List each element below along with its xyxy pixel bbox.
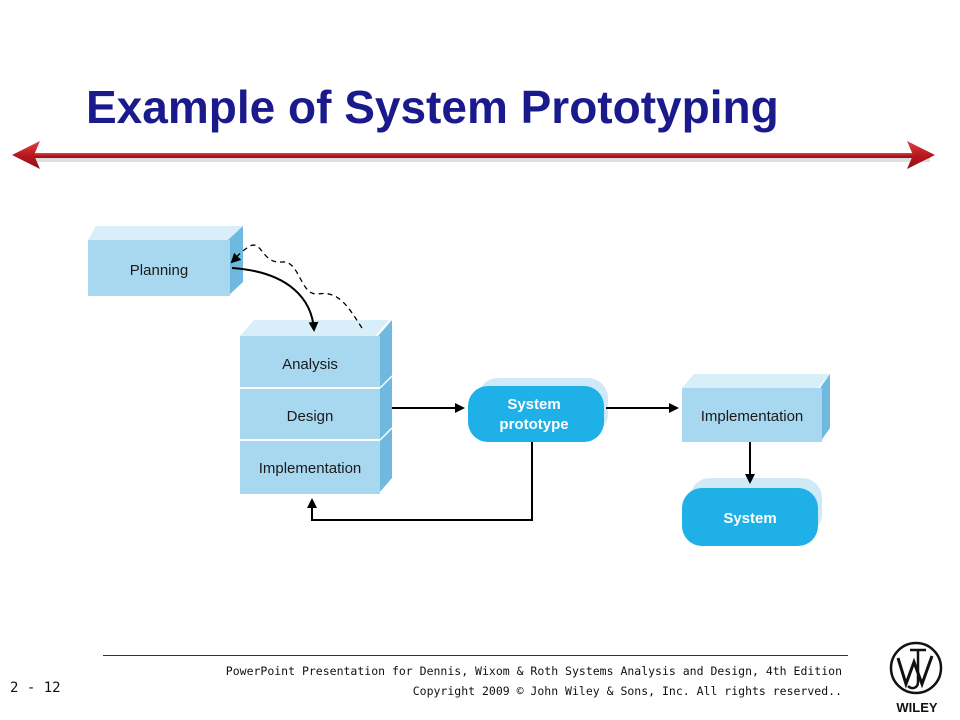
logo-wordmark: WILEY (896, 700, 937, 715)
left-arrowhead-icon (12, 141, 40, 169)
slide-title: Example of System Prototyping (86, 81, 779, 133)
wiley-logo-icon: WILEY (889, 641, 943, 715)
footer-citation: PowerPoint Presentation for Dennis, Wixo… (225, 664, 842, 678)
system-label: System (723, 510, 776, 527)
system-prototype-label-line1: System (507, 396, 560, 413)
planning-label: Planning (130, 262, 188, 279)
implementation-left-label: Implementation (259, 460, 362, 477)
prototype-feedback-loop-arrow (307, 442, 533, 521)
title-divider-arrow (12, 141, 935, 169)
slide-number: 2 - 12 (10, 680, 61, 696)
planning-to-analysis-arrow (231, 267, 319, 332)
implementation-right-box: Implementation (682, 374, 830, 442)
planning-box: Planning (88, 226, 243, 296)
system-prototype-node: System prototype (468, 378, 608, 442)
footer-divider (103, 655, 848, 656)
right-arrowhead-icon (907, 141, 935, 169)
implementation-right-label: Implementation (701, 408, 804, 425)
footer-copyright: Copyright 2009 © John Wiley & Sons, Inc.… (412, 684, 842, 698)
design-label: Design (287, 408, 334, 425)
sdlc-stack: Analysis Design Implementation (240, 320, 393, 494)
analysis-label: Analysis (282, 356, 338, 373)
prototyping-diagram: Planning Analysis Design Implementation … (88, 226, 830, 546)
feedback-dashed-arrow (230, 244, 363, 329)
system-prototype-label-line2: prototype (499, 416, 568, 433)
system-node: System (682, 478, 822, 546)
